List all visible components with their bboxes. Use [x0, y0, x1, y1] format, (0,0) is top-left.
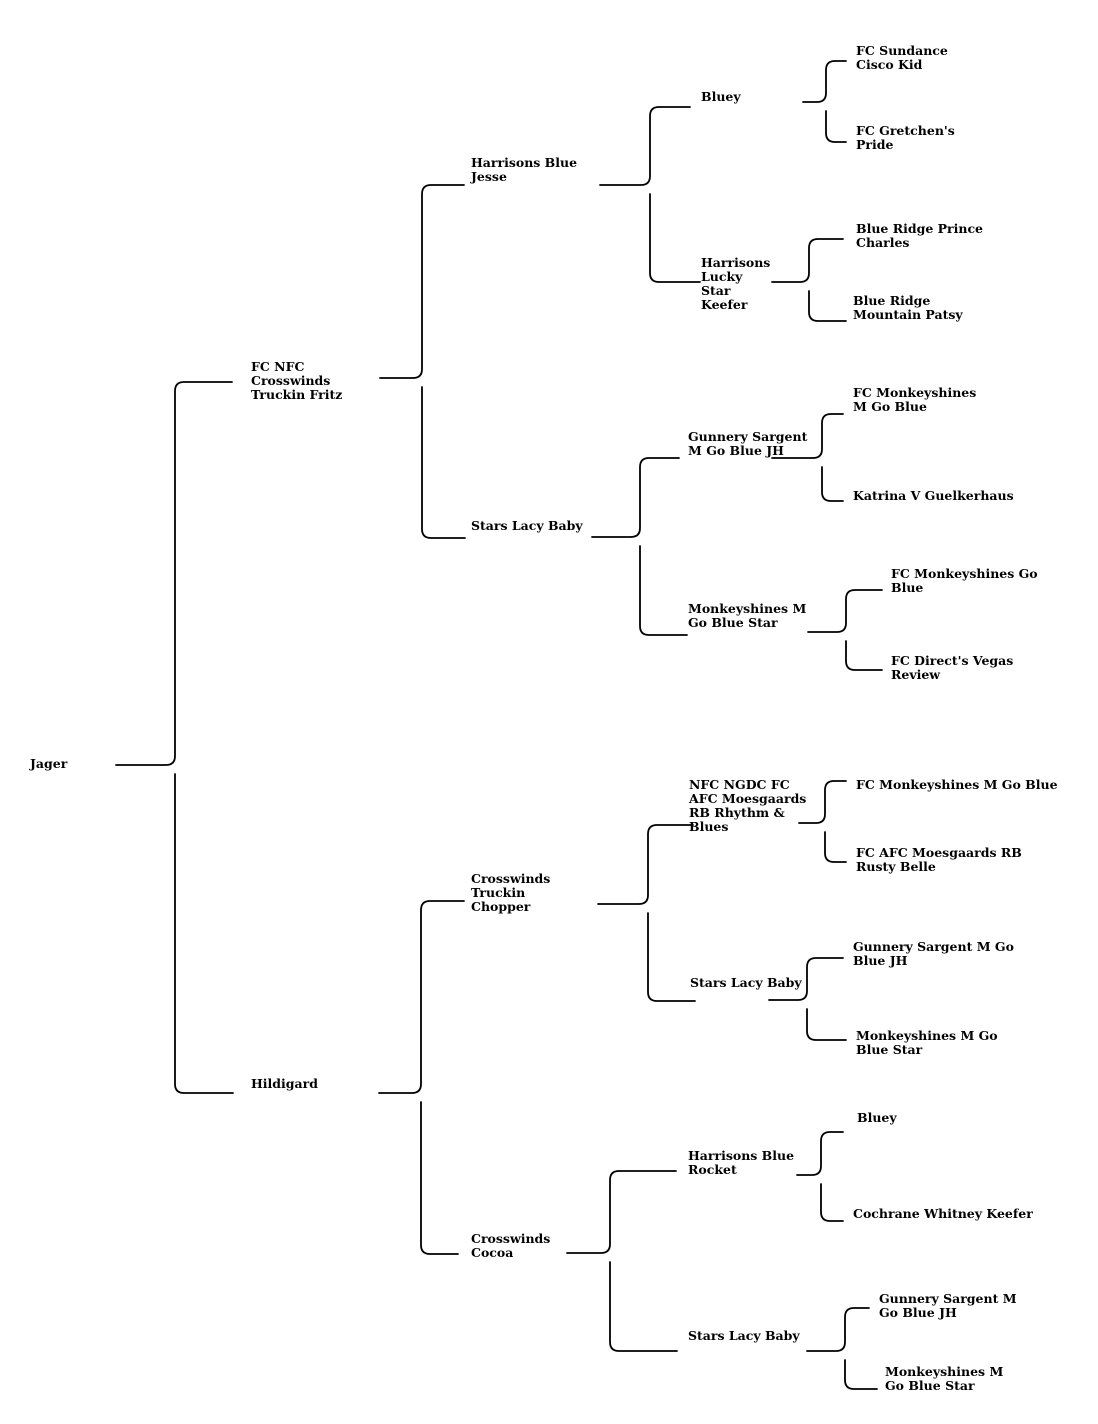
ddd-sire-name: Gunnery Sargent M Go Blue JH — [879, 1291, 1017, 1320]
sire-dam-name: Stars Lacy Baby — [471, 518, 583, 533]
dsd-sire-name: Gunnery Sargent M Go Blue JH — [853, 939, 1014, 968]
bracket-sire-sire — [599, 106, 701, 283]
dds-sire-name: Bluey — [857, 1110, 897, 1125]
dss-sire-name: FC Monkeyshines M Go Blue — [856, 777, 1058, 792]
bracket-sire-dam — [591, 457, 688, 636]
bracket-sds — [771, 413, 844, 502]
bracket-dsd — [768, 957, 847, 1041]
bracket-jager — [115, 381, 234, 1094]
bracket-sss — [802, 60, 847, 143]
ddd-dam-name: Monkeyshines M Go Blue Star — [885, 1364, 1004, 1393]
dam-dam-dam-name: Stars Lacy Baby — [688, 1328, 800, 1343]
bracket-sire — [379, 184, 466, 539]
dam-sire-dam-name: Stars Lacy Baby — [690, 975, 802, 990]
dam-sire-sire-name: NFC NGDC FC AFC Moesgaards RB Rhythm & B… — [689, 777, 807, 834]
dds-dam-name: Cochrane Whitney Keefer — [853, 1206, 1033, 1221]
bracket-ddd — [806, 1307, 878, 1390]
bracket-dam-dam — [566, 1170, 678, 1352]
sdd-dam-name: FC Direct's Vegas Review — [891, 653, 1014, 682]
sds-dam-name: Katrina V Guelkerhaus — [853, 488, 1014, 503]
bracket-dam — [378, 900, 465, 1255]
sds-sire-name: FC Monkeyshines M Go Blue — [853, 385, 977, 414]
dsd-dam-name: Monkeyshines M Go Blue Star — [856, 1028, 998, 1057]
dam-name: Hildigard — [251, 1076, 318, 1091]
bracket-ssd — [771, 238, 847, 322]
dam-dam-sire-name: Harrisons Blue Rocket — [688, 1148, 795, 1177]
sire-sire-name: Harrisons Blue Jesse — [471, 155, 578, 184]
ssd-dam-name: Blue Ridge Mountain Patsy — [853, 293, 963, 322]
dam-dam-name: Crosswinds Cocoa — [471, 1231, 551, 1260]
bracket-dam-sire — [597, 824, 696, 1002]
dog-name: Jager — [30, 756, 68, 771]
dss-dam-name: FC AFC Moesgaards RB Rusty Belle — [856, 845, 1022, 874]
bracket-dds — [796, 1131, 844, 1222]
sire-dam-dam-name: Monkeyshines M Go Blue Star — [688, 601, 807, 630]
bracket-sdd — [807, 589, 883, 671]
bracket-dss — [798, 780, 847, 863]
sss-dam-name: FC Gretchen's Pride — [856, 123, 955, 152]
sss-sire-name: FC Sundance Cisco Kid — [856, 43, 948, 72]
sdd-sire-name: FC Monkeyshines Go Blue — [891, 566, 1038, 595]
sire-sire-sire-name: Bluey — [701, 89, 741, 104]
sire-sire-dam-name: Harrisons Lucky Star Keefer — [701, 255, 771, 312]
sire-dam-sire-name: Gunnery Sargent M Go Blue JH — [688, 429, 808, 458]
sire-name: FC NFC Crosswinds Truckin Fritz — [251, 359, 343, 402]
dam-sire-name: Crosswinds Truckin Chopper — [471, 871, 551, 914]
ssd-sire-name: Blue Ridge Prince Charles — [856, 221, 984, 250]
